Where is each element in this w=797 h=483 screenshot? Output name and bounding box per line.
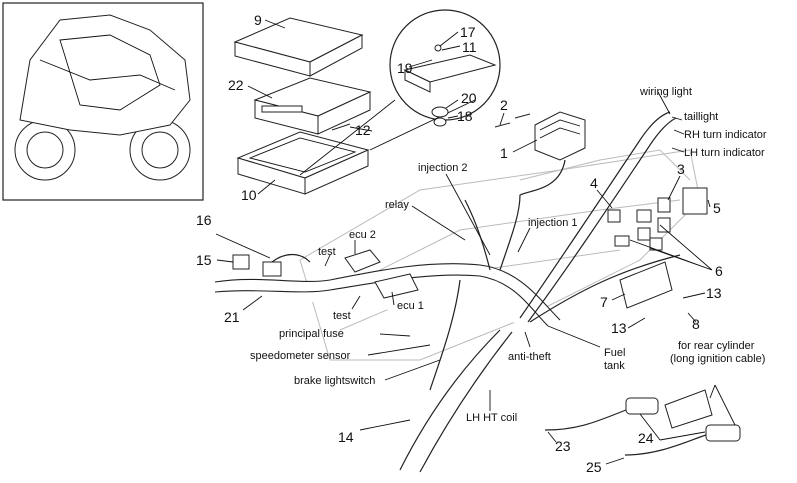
label-test-bottom: test bbox=[333, 310, 351, 322]
callout-21: 21 bbox=[224, 309, 240, 325]
callout-8: 8 bbox=[692, 316, 700, 332]
callout-1: 1 bbox=[500, 145, 508, 161]
callout-13-left: 13 bbox=[611, 320, 627, 336]
strap-12 bbox=[331, 123, 351, 131]
grommet-18 bbox=[431, 106, 449, 127]
label-ecu-2: ecu 2 bbox=[349, 229, 376, 241]
label-tank: tank bbox=[604, 360, 625, 372]
callout-24: 24 bbox=[638, 430, 654, 446]
voltage-regulator bbox=[534, 111, 586, 161]
ecu-box-cover bbox=[233, 17, 364, 77]
callout-25: 25 bbox=[586, 459, 602, 475]
callout-6: 6 bbox=[715, 263, 723, 279]
callout-19: 19 bbox=[397, 60, 413, 76]
label-ecu-1: ecu 1 bbox=[397, 300, 424, 312]
callout-10: 10 bbox=[241, 187, 257, 203]
label-relay: relay bbox=[385, 199, 409, 211]
label-injection-1: injection 1 bbox=[528, 217, 578, 229]
ecu-connectors bbox=[232, 249, 419, 299]
label-brake-lightswitch: brake lightswitch bbox=[294, 375, 375, 387]
label-long-ignition-cable: (long ignition cable) bbox=[670, 353, 765, 365]
label-injection-2: injection 2 bbox=[418, 162, 468, 174]
connector-bracket bbox=[619, 261, 673, 309]
ecu-box-tray bbox=[236, 131, 370, 195]
callout-5: 5 bbox=[713, 200, 721, 216]
callout-20: 20 bbox=[461, 90, 477, 106]
callout-23: 23 bbox=[555, 438, 571, 454]
callout-15: 15 bbox=[196, 252, 212, 268]
label-lh-ht-coil: LH HT coil bbox=[466, 412, 517, 424]
screws-2 bbox=[494, 113, 531, 128]
ecu-unit bbox=[253, 77, 372, 135]
callout-17: 17 bbox=[460, 24, 476, 40]
label-wiring-light: wiring light bbox=[639, 86, 692, 98]
callout-13-right: 13 bbox=[706, 285, 722, 301]
callout-11: 11 bbox=[462, 39, 477, 55]
ignition-coils bbox=[544, 389, 741, 456]
callout-16: 16 bbox=[196, 212, 212, 228]
callout-9: 9 bbox=[254, 12, 262, 28]
label-rear-cylinder: for rear cylinder bbox=[678, 340, 755, 352]
callout-3: 3 bbox=[677, 161, 685, 177]
label-principal-fuse: principal fuse bbox=[279, 328, 344, 340]
callout-18: 18 bbox=[457, 108, 473, 124]
callout-12: 12 bbox=[355, 122, 371, 138]
label-speedometer-sensor: speedometer sensor bbox=[250, 350, 351, 362]
callout-22: 22 bbox=[228, 77, 244, 93]
motorcycle-inset bbox=[2, 2, 204, 201]
callout-numbers: 9 22 10 12 17 11 19 20 18 2 1 3 4 5 6 7 … bbox=[196, 12, 723, 475]
label-fuel: Fuel bbox=[604, 347, 625, 359]
connector-blocks bbox=[607, 187, 708, 251]
label-rh-turn-indicator: RH turn indicator bbox=[684, 129, 767, 141]
label-test-top: test bbox=[318, 246, 336, 258]
callout-7: 7 bbox=[600, 294, 608, 310]
label-anti-theft: anti-theft bbox=[508, 351, 551, 363]
label-lh-turn-indicator: LH turn indicator bbox=[684, 147, 765, 159]
callout-14: 14 bbox=[338, 429, 354, 445]
callout-2: 2 bbox=[500, 97, 508, 113]
label-taillight: taillight bbox=[684, 111, 718, 123]
text-labels: wiring light taillight RH turn indicator… bbox=[250, 86, 767, 424]
leader-lines bbox=[215, 19, 736, 465]
callout-4: 4 bbox=[590, 175, 598, 191]
